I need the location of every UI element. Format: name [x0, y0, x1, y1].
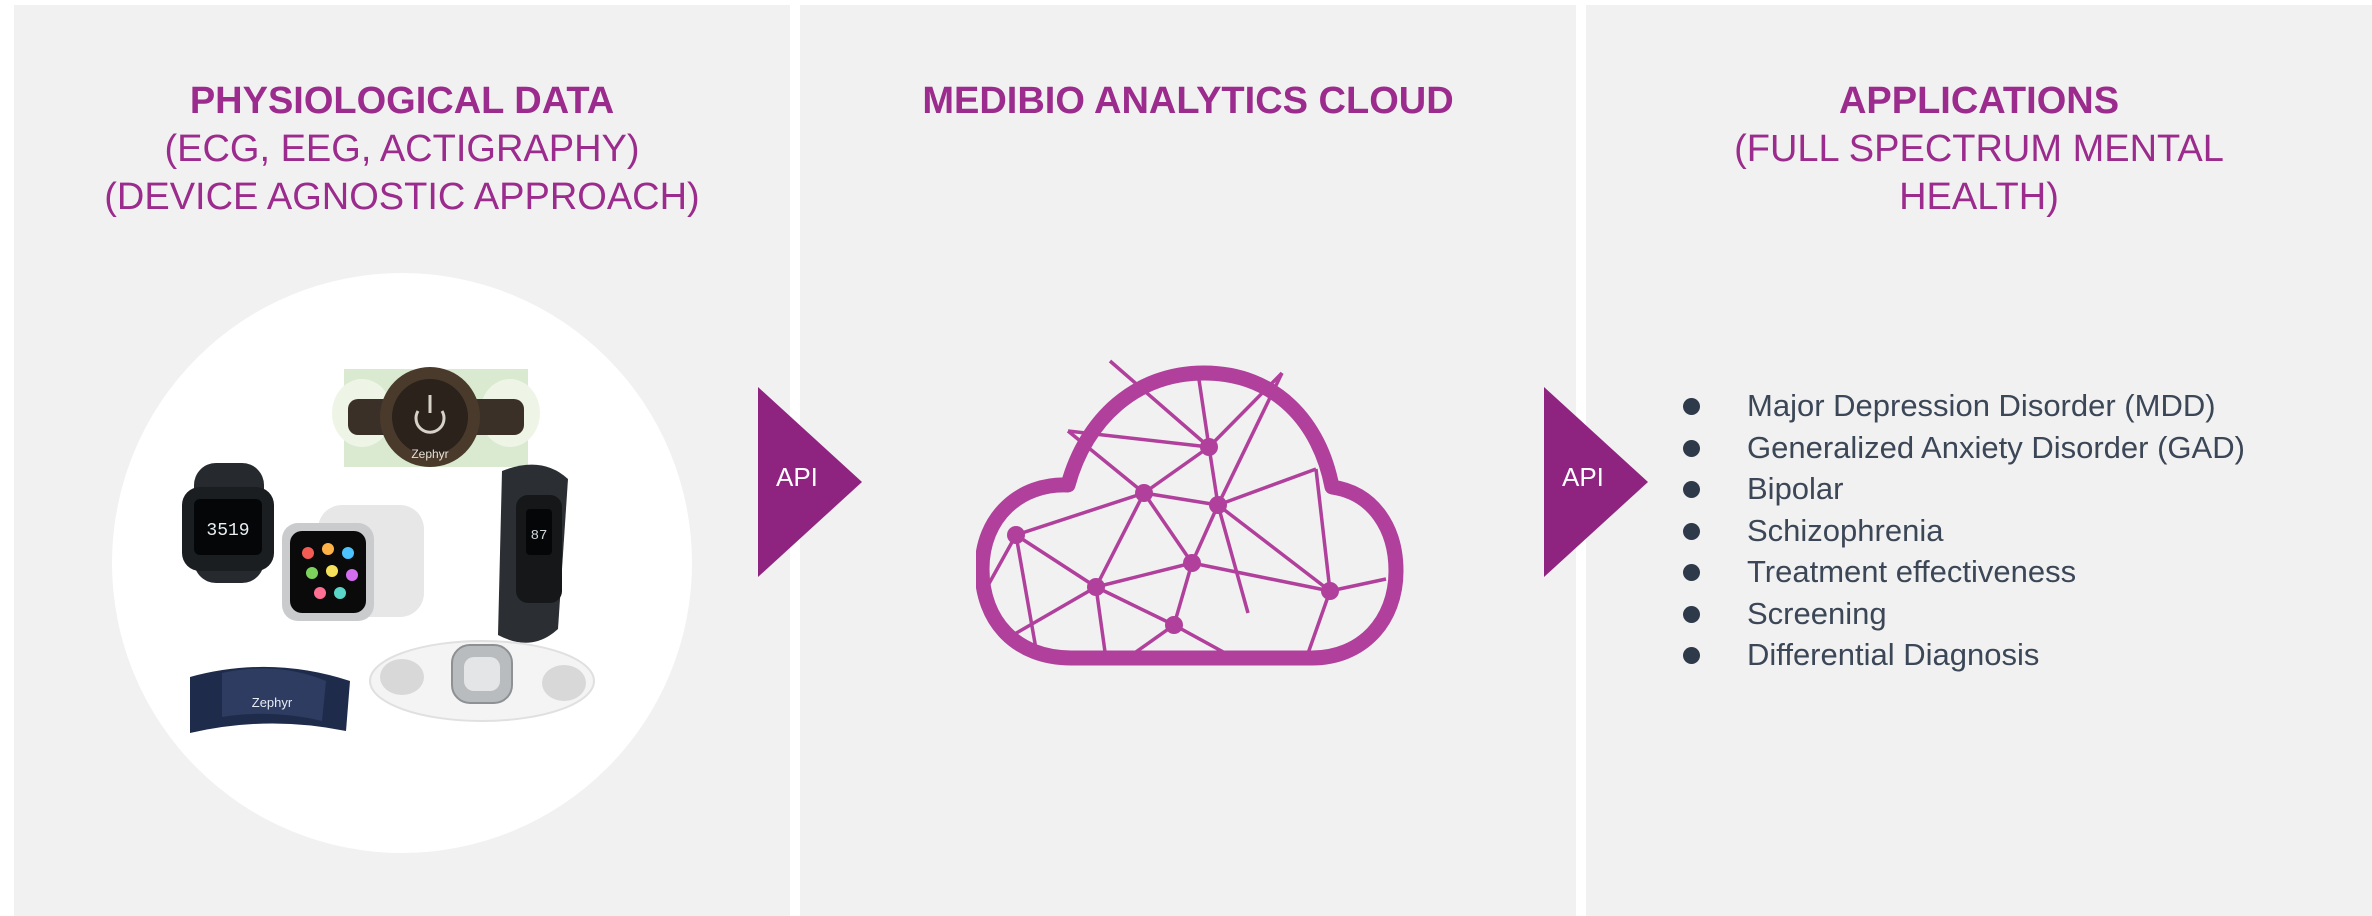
applications-list: Major Depression Disorder (MDD) Generali… [1675, 385, 2245, 676]
application-label: Major Depression Disorder (MDD) [1747, 388, 2216, 423]
heart-rate-strap-icon: Zephyr [332, 367, 540, 467]
api-arrow-label: API [1562, 462, 1604, 492]
panel-subtitle-line: (DEVICE AGNOSTIC APPROACH) [104, 176, 700, 218]
applications-heading: APPLICATIONS (FULL SPECTRUM MENTAL HEALT… [1586, 77, 2372, 221]
fitness-watch-icon: 3519 [182, 463, 274, 583]
list-item: Major Depression Disorder (MDD) [1675, 385, 2245, 427]
api-arrow-2 [1544, 387, 1648, 577]
list-item: Generalized Anxiety Disorder (GAD) [1675, 427, 2245, 469]
application-label: Treatment effectiveness [1747, 554, 2077, 589]
ecg-patch-icon [369, 640, 595, 722]
api-arrow-label: API [776, 462, 818, 492]
panel-title: MEDIBIO ANALYTICS CLOUD [922, 80, 1454, 122]
panel-title: APPLICATIONS [1838, 80, 2120, 122]
svg-text:87: 87 [531, 528, 548, 544]
list-item: Schizophrenia [1675, 510, 2245, 552]
bullet-icon [1683, 481, 1700, 498]
panel-subtitle-line: (ECG, EEG, ACTIGRAPHY) [164, 128, 640, 170]
analytics-cloud-heading: MEDIBIO ANALYTICS CLOUD [800, 77, 1576, 125]
network-cloud-icon [976, 359, 1404, 666]
panel-subtitle-line: HEALTH) [1899, 176, 2059, 218]
panel-title: PHYSIOLOGICAL DATA [189, 80, 615, 122]
bullet-icon [1683, 647, 1700, 664]
panel-subtitle-line: (FULL SPECTRUM MENTAL [1734, 128, 2224, 170]
brand-label: Zephyr [411, 447, 448, 461]
list-item: Screening [1675, 593, 2245, 635]
watch-readout: 3519 [206, 521, 249, 541]
analytics-cloud-panel: MEDIBIO ANALYTICS CLOUD [800, 5, 1576, 916]
list-item: Bipolar [1675, 468, 2245, 510]
devices-illustration: Zephyr 3519 [182, 367, 595, 733]
application-label: Bipolar [1747, 471, 1844, 506]
bullet-icon [1683, 522, 1700, 540]
api-arrow-1 [758, 387, 862, 577]
application-label: Differential Diagnosis [1747, 637, 2040, 672]
smartwatch-icon [282, 505, 424, 621]
physiological-data-panel: PHYSIOLOGICAL DATA (ECG, EEG, ACTIGRAPHY… [14, 5, 790, 916]
chest-strap-icon: Zephyr [190, 666, 350, 733]
bullet-icon [1683, 398, 1700, 415]
devices-circle: Zephyr 3519 [112, 273, 692, 853]
application-label: Screening [1747, 595, 1887, 631]
bullet-icon [1683, 564, 1700, 581]
list-item: Treatment effectiveness [1675, 551, 2245, 593]
application-label: Generalized Anxiety Disorder (GAD) [1747, 429, 2245, 465]
brand-label: Zephyr [252, 695, 293, 710]
activity-band-icon: 87 [498, 464, 568, 643]
list-item: Differential Diagnosis [1675, 634, 2245, 676]
applications-panel: APPLICATIONS (FULL SPECTRUM MENTAL HEALT… [1586, 5, 2372, 916]
bullet-icon [1683, 439, 1700, 457]
application-label: Schizophrenia [1747, 512, 1944, 548]
physiological-data-heading: PHYSIOLOGICAL DATA (ECG, EEG, ACTIGRAPHY… [14, 77, 790, 221]
bullet-icon [1683, 605, 1700, 623]
